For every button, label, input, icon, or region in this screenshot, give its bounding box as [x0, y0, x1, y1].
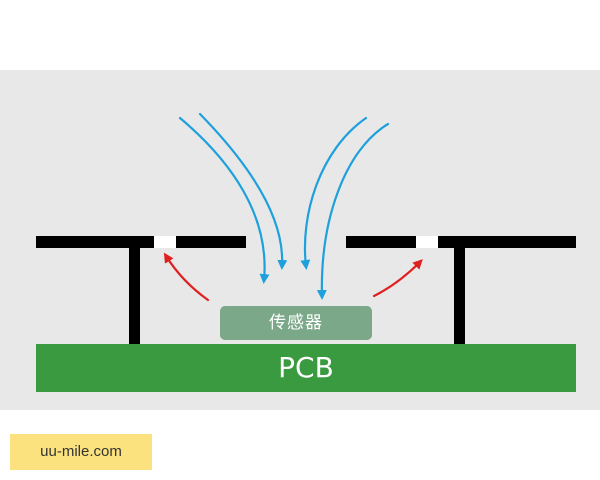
pcb-label: PCB — [278, 351, 334, 384]
pcb-board — [36, 344, 576, 392]
right-bracket-top-left — [346, 236, 416, 248]
leak-arrow-left — [163, 252, 210, 302]
leak-arrow-right — [372, 259, 423, 298]
right-bracket-post — [454, 248, 465, 344]
watermark-label: uu-mile.com — [10, 434, 152, 470]
right-bracket-gap — [416, 236, 438, 248]
sensor-block — [220, 306, 372, 340]
inflow-arrow-3 — [300, 116, 368, 270]
left-bracket-post — [129, 248, 140, 344]
left-bracket-gap — [154, 236, 176, 248]
left-bracket — [36, 236, 246, 344]
right-bracket-top-right — [438, 236, 576, 248]
inflow-arrow-4 — [316, 122, 390, 300]
inflow-arrow-1 — [178, 116, 270, 284]
sensor-label: 传感器 — [269, 313, 323, 333]
left-bracket-top-right — [176, 236, 246, 248]
inflow-arrow-2 — [198, 112, 288, 270]
right-bracket — [346, 236, 576, 344]
left-bracket-top-left — [36, 236, 154, 248]
